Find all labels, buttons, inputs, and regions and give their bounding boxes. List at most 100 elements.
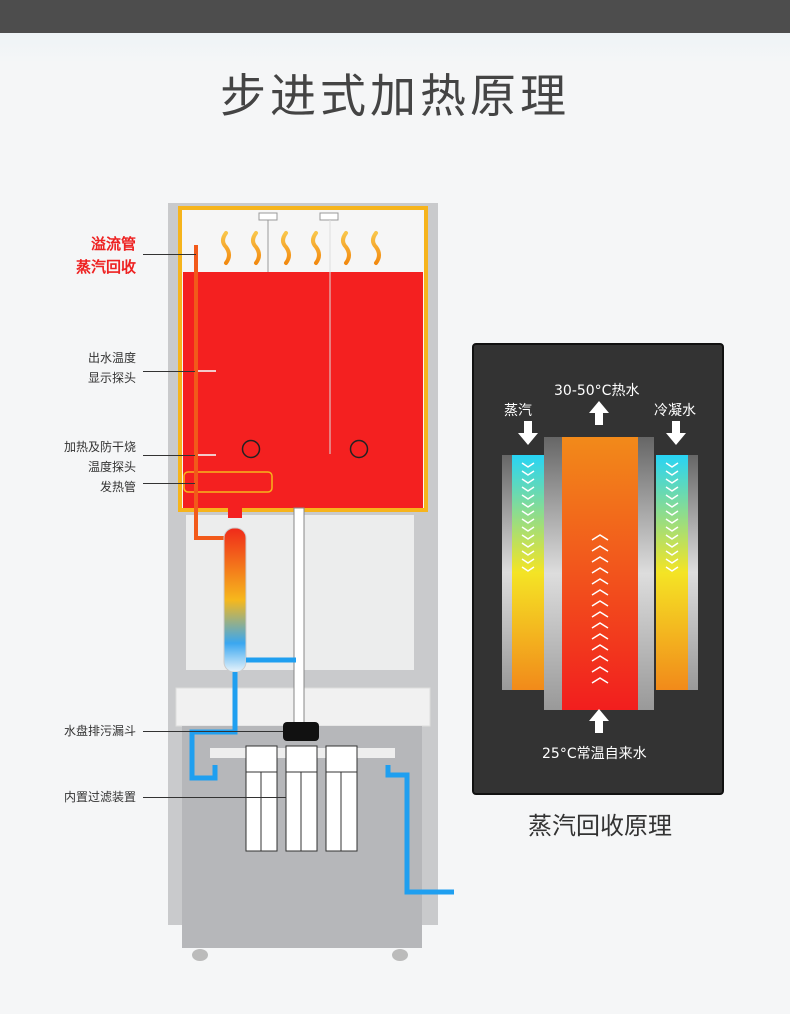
heat-exchanger bbox=[223, 527, 247, 673]
chevron-icon bbox=[591, 578, 609, 585]
label-text: 温度探头 bbox=[87, 460, 136, 474]
chevron-icon bbox=[665, 462, 679, 468]
chevron-icon bbox=[521, 550, 535, 556]
chevron-icon bbox=[591, 622, 609, 629]
chevron-icon bbox=[665, 470, 679, 476]
chevron-icon bbox=[665, 550, 679, 556]
chevron-icon bbox=[665, 494, 679, 500]
steam-recovery-panel: 30-50°C热水 蒸汽 冷凝水 25°C常温自来水 bbox=[472, 343, 724, 795]
element-ring bbox=[349, 439, 369, 459]
chevron-icon bbox=[665, 534, 679, 540]
heating-probe-label: 加热及防干烧 温度探头 发热管 bbox=[40, 437, 136, 497]
chevron-icon bbox=[591, 666, 609, 673]
chevron-icon bbox=[591, 534, 609, 541]
outlet-pipe bbox=[293, 507, 305, 727]
flame bbox=[281, 231, 291, 265]
chevron-icon bbox=[665, 478, 679, 484]
header-glow bbox=[0, 33, 790, 63]
chevron-icon bbox=[591, 545, 609, 552]
overflow-pipe bbox=[194, 245, 226, 540]
leader-line bbox=[143, 371, 195, 372]
probe-cap bbox=[319, 212, 339, 221]
inlet-pipe bbox=[385, 765, 454, 895]
label-text: 发热管 bbox=[99, 480, 136, 494]
label-text: 加热及防干烧 bbox=[63, 440, 136, 454]
flame bbox=[221, 231, 231, 265]
chevron-icon bbox=[521, 510, 535, 516]
chevron-icon bbox=[591, 589, 609, 596]
page-title: 步进式加热原理 bbox=[220, 69, 570, 123]
leader-line bbox=[143, 254, 196, 255]
chevron-icon bbox=[521, 502, 535, 508]
steam-channel bbox=[512, 455, 544, 690]
chevron-icon bbox=[521, 566, 535, 572]
foot-right bbox=[392, 949, 408, 961]
chevron-icon bbox=[521, 542, 535, 548]
drain-funnel-label: 水盘排污漏斗 bbox=[63, 724, 136, 738]
condensate-label: 冷凝水 bbox=[654, 403, 696, 419]
label-text: 显示探头 bbox=[87, 371, 136, 385]
hot-core bbox=[562, 437, 638, 710]
chevron-icon bbox=[521, 558, 535, 564]
leader-line bbox=[143, 455, 195, 456]
chevron-icon bbox=[521, 486, 535, 492]
arrow-up-top-icon bbox=[589, 401, 609, 425]
chevron-icon bbox=[591, 644, 609, 651]
drain-funnel bbox=[283, 722, 319, 741]
right-wall bbox=[688, 455, 698, 690]
exchanger-connector bbox=[228, 508, 242, 518]
foot-left bbox=[192, 949, 208, 961]
chevron-icon bbox=[665, 526, 679, 532]
chevron-icon bbox=[521, 478, 535, 484]
chevron-icon bbox=[521, 470, 535, 476]
chevron-icon bbox=[665, 510, 679, 516]
steam-label: 蒸汽 bbox=[504, 403, 532, 419]
hot-water-label: 30-50°C热水 bbox=[554, 383, 640, 399]
label-text: 出水温度 bbox=[87, 351, 136, 365]
chevron-icon bbox=[591, 611, 609, 618]
label-overflow: 溢流管 bbox=[90, 235, 136, 253]
steam-flames bbox=[221, 231, 381, 265]
chevron-icon bbox=[521, 494, 535, 500]
chevron-icon bbox=[591, 633, 609, 640]
chevron-icon bbox=[521, 534, 535, 540]
chevron-icon bbox=[591, 567, 609, 574]
cold-pipe bbox=[189, 672, 238, 781]
chevron-icon bbox=[665, 486, 679, 492]
chevron-icon bbox=[591, 677, 609, 684]
chevron-icon bbox=[591, 556, 609, 563]
chevron-icon bbox=[665, 502, 679, 508]
chevron-icon bbox=[665, 558, 679, 564]
condensate-channel bbox=[656, 455, 688, 690]
probe-cap bbox=[258, 212, 278, 221]
leader-line bbox=[143, 483, 195, 484]
chevrons bbox=[521, 462, 679, 684]
chevron-icon bbox=[521, 518, 535, 524]
heating-tube bbox=[183, 471, 273, 493]
flame bbox=[311, 231, 321, 265]
chevron-icon bbox=[521, 462, 535, 468]
left-wall bbox=[502, 455, 512, 690]
chevron-icon bbox=[665, 542, 679, 548]
chevron-icon bbox=[591, 600, 609, 607]
arrow-up-bottom-icon bbox=[589, 709, 609, 733]
arrow-down-right-icon bbox=[666, 421, 686, 445]
top-bar bbox=[0, 0, 790, 33]
flame bbox=[371, 231, 381, 265]
leader-line bbox=[143, 797, 286, 798]
flame bbox=[251, 231, 261, 265]
chevron-icon bbox=[665, 518, 679, 524]
filter-label: 内置过滤装置 bbox=[63, 790, 136, 804]
chevron-icon bbox=[591, 655, 609, 662]
steam-recovery-graphic bbox=[502, 401, 698, 733]
leader-line bbox=[143, 731, 283, 732]
steam-recovery-caption: 蒸汽回收原理 bbox=[528, 812, 672, 840]
chevron-icon bbox=[665, 566, 679, 572]
outlet-probe-label: 出水温度 显示探头 bbox=[60, 348, 136, 388]
tank-water bbox=[183, 272, 423, 508]
arrow-down-left-icon bbox=[518, 421, 538, 445]
chevron-icon bbox=[521, 526, 535, 532]
overflow-pipe-label: 溢流管 蒸汽回收 bbox=[60, 233, 136, 279]
tap-water-label: 25°C常温自来水 bbox=[542, 746, 647, 762]
